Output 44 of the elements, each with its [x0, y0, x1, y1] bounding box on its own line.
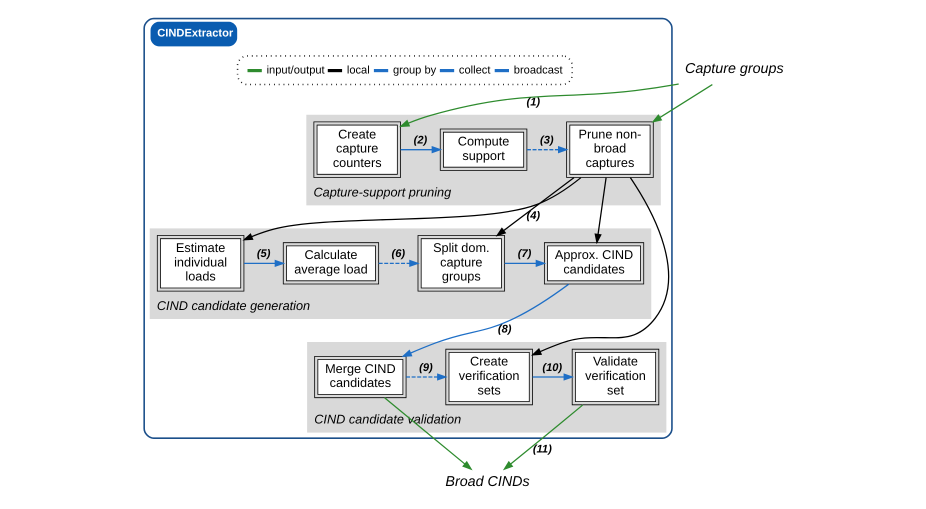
edge-label: (1) [526, 96, 540, 108]
edge-label: (11) [532, 443, 552, 456]
legend-label: broadcast [513, 64, 562, 76]
arrow [530, 176, 669, 356]
arrow [495, 176, 574, 236]
arrow [400, 146, 442, 153]
edge-label: (8) [497, 323, 511, 336]
node-box: Create capture counters [312, 120, 400, 178]
node-text: Broad CINDs [444, 474, 530, 490]
edge-label: (7) [517, 248, 531, 260]
edge-label: (2) [413, 134, 427, 146]
edge-label: (4) [526, 209, 540, 222]
arrow [242, 176, 581, 240]
edge-label: (5) [256, 248, 270, 260]
edge-label: (9) [418, 361, 432, 374]
legend-label: input/output [266, 64, 324, 76]
node-box: Compute support [439, 128, 527, 170]
arrow [400, 283, 569, 357]
arrow [650, 84, 712, 122]
edge-label: (6) [391, 248, 405, 260]
node-box: Calculate average load [282, 242, 379, 284]
arrow [532, 372, 574, 380]
arrow [502, 404, 583, 470]
legend-label: collect [458, 64, 490, 76]
edge-label: (3) [540, 134, 554, 146]
node-box: Split dom. capture groups [417, 234, 505, 292]
arrow [594, 177, 606, 244]
node-box: Estimate individual loads [156, 234, 244, 292]
arrow [384, 396, 472, 470]
arrow [244, 259, 285, 267]
node-box: Prune non-broad captures [566, 120, 654, 178]
legend-label: local [346, 64, 370, 76]
arrow [526, 146, 568, 153]
arrow [504, 259, 546, 267]
node-box: Validate verification set [571, 348, 659, 405]
node-text: Capture groups [684, 60, 784, 76]
arrow [406, 372, 448, 380]
node-box: Create verification sets [444, 348, 532, 405]
arrow [398, 82, 678, 127]
arrow [378, 259, 420, 267]
node-box: Merge CIND candidates [314, 355, 406, 398]
node-box: Approx. CIND candidates [543, 242, 644, 284]
edge-label: (10) [542, 361, 562, 374]
legend-label: group by [392, 64, 436, 76]
